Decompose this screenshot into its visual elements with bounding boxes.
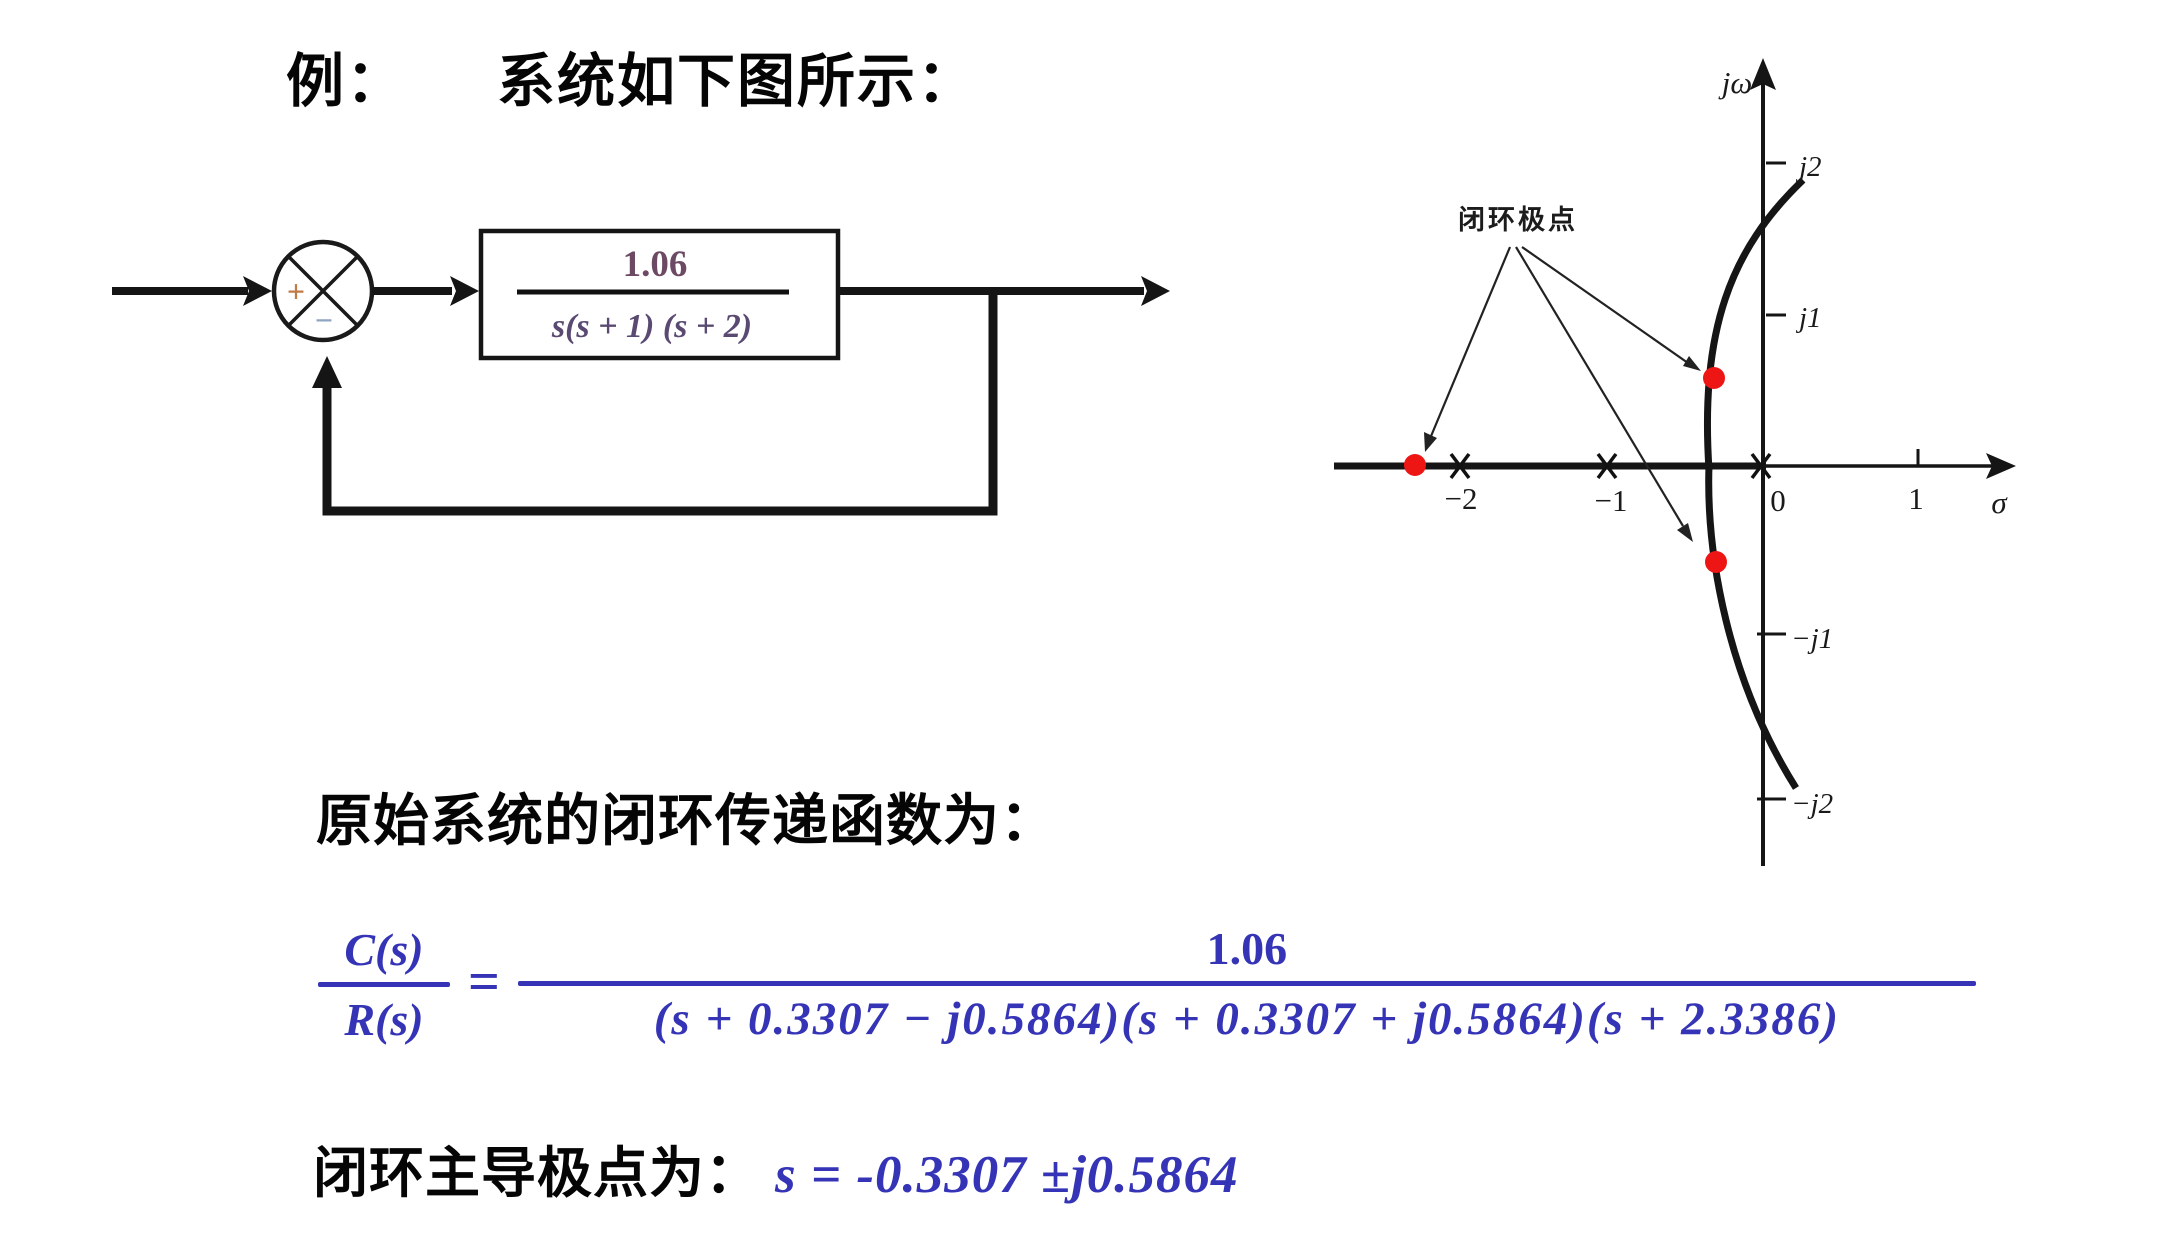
output-arrowhead-icon [1141,276,1170,306]
jw-axis-arrowhead-icon [1750,58,1776,90]
closed-loop-poles-label: 闭环极点 [1458,205,1578,235]
lhs-fraction: C(s) R(s) [318,923,450,1046]
lhs-fraction-bar [318,981,450,987]
ytick-label-j2: j2 [1795,151,1822,183]
junction-minus-sign: − [315,302,333,338]
locus-lower-branch [1705,464,1799,790]
xtick-label-minus1: −1 [1595,483,1628,518]
root-locus-plot: 闭环极点 jω σ j2 j1 −j1 −j2 −2 −1 0 1 [1334,58,2016,866]
block-gain-numerator: 1.06 [623,244,688,285]
annotation-line [1521,246,1689,364]
xtick-label-1: 1 [1908,481,1924,516]
closed-loop-pole-dot-real [1404,454,1426,476]
junction-plus-sign: + [287,273,305,309]
ytick-label-minus-j2: −j2 [1791,788,1833,820]
rhs-fraction-bar [517,981,1976,986]
dominant-poles-value: s = -0.3307 ±j0.5864 [775,1146,1239,1204]
pole-x-icon [1596,452,1618,480]
block-diagram: + − 1.06 s(s + 1) (s + 2) [112,228,1170,516]
ytick-label-j1: j1 [1795,302,1822,334]
sigma-axis-label: σ [1991,485,2008,520]
block-input-arrowhead-icon [450,276,479,306]
annotation-line [1427,246,1512,442]
feedback-arrowhead-icon [312,356,342,388]
rhs-numerator: 1.06 [1206,923,1288,974]
annotation-arrows [1427,246,1689,527]
xtick-label-minus2: −2 [1445,481,1478,516]
lhs-numerator: C(s) [344,923,424,975]
locus-upper-branch [1703,177,1806,471]
xtick-label-0: 0 [1770,483,1786,518]
pole-x-icon [1449,452,1471,480]
junction-cross-line [287,255,359,327]
closed-loop-pole-dot-upper [1703,367,1725,389]
pole-markers [1449,452,1772,480]
dominant-poles-line: 闭环主导极点为： s = -0.3307 ±j0.5864 [313,1128,1239,1208]
equals-sign: = [468,951,500,1013]
lhs-denominator: R(s) [344,993,424,1045]
jw-axis-label: jω [1718,65,1753,100]
transfer-function-equation: C(s) R(s) = 1.06 (s + 0.3307 − j0.5864)(… [318,922,1976,1046]
annotation-arrowhead-icon [1424,432,1437,452]
page-title: 系统如下图所示： [497,49,978,114]
rhs-denominator: (s + 0.3307 − j0.5864)(s + 0.3307 + j0.5… [653,993,1841,1045]
block-denominator: s(s + 1) (s + 2) [551,308,752,345]
annotation-arrowhead-icon [1683,356,1701,371]
feedback-loop-line [322,291,998,516]
annotation-arrowhead-icon [1677,523,1693,542]
ytick-label-minus-j1: −j1 [1791,623,1833,655]
input-arrowhead-icon [243,276,272,306]
dominant-poles-label: 闭环主导极点为： [313,1142,762,1204]
annotation-line [1515,246,1684,527]
pole-x-icon [1750,452,1772,480]
closed-loop-tf-caption: 原始系统的闭环传递函数为： [316,789,1057,852]
rhs-fraction: 1.06 (s + 0.3307 − j0.5864)(s + 0.3307 +… [517,922,1976,1046]
title-prefix: 例： [286,49,407,114]
sigma-axis-arrowhead-icon [1986,453,2016,479]
closed-loop-pole-dot-lower [1705,551,1727,573]
